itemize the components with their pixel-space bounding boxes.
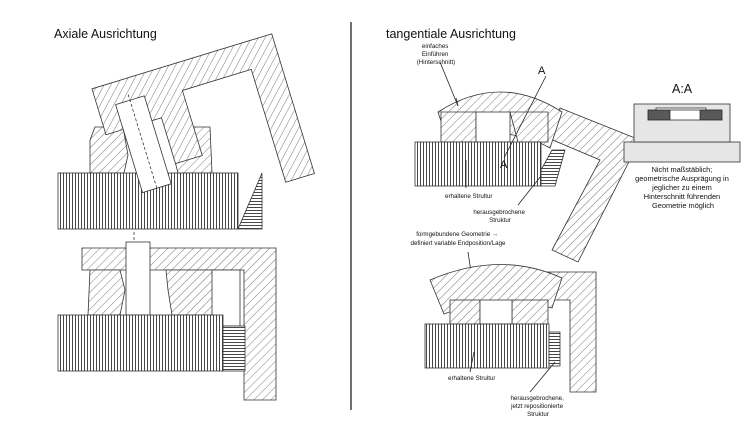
axial-bottom-assembly (57, 232, 277, 401)
tangential-bottom-assembly: erhaltene Strultur herausgebrochene, jet… (424, 264, 597, 418)
section-view-base (623, 141, 741, 163)
tangential-geometry-label: formgebundene Geometrie → definiert vari… (411, 231, 506, 247)
svg-text:A: A (500, 159, 508, 171)
tangential-bottom-base (424, 323, 550, 369)
right-title: tangentiale Ausrichtung (386, 27, 516, 41)
axial-bottom-base (57, 314, 224, 372)
tangential-insert-label: einfaches Einführen (Hinterschnitt) (417, 43, 456, 66)
tangential-top-pin (475, 111, 511, 143)
tangential-bottom-broken-piece (548, 331, 561, 367)
axial-top-assembly (57, 33, 315, 230)
tangential-top-tilted-bar (547, 107, 641, 263)
tangential-top-kept-label: erhaltene Strultur (445, 193, 492, 200)
tangential-top-base (414, 141, 542, 187)
axial-bottom-broken-piece (222, 325, 246, 372)
svg-text:A: A (538, 65, 546, 77)
section-view-title: A:A (672, 82, 693, 96)
axial-bottom-left-block (87, 269, 126, 316)
tangential-top-broken-label: herausgebrochene Struktur (473, 209, 526, 224)
left-title: Axiale Ausrichtung (54, 27, 157, 41)
tangential-bottom-broken-label: herausgebrochene, jetzt repositionierte … (510, 395, 565, 418)
section-view: A:A Nicht maßstäblich; geometrische Ausp… (623, 82, 741, 210)
tangential-bottom-kept-label: erhaltene Strultur (448, 375, 495, 382)
axial-bottom-pin (125, 241, 151, 316)
tangential-bottom-pin (479, 299, 513, 325)
tangential-top-broken-piece (540, 149, 566, 187)
axial-bottom-right-block (165, 269, 215, 316)
axial-top-broken-piece (237, 172, 263, 230)
tangential-top-assembly: A A einfaches Einführen (Hinterschnitt) … (414, 43, 641, 263)
section-view-note: Nicht maßstäblich; geometrische Ausprägu… (635, 165, 731, 210)
